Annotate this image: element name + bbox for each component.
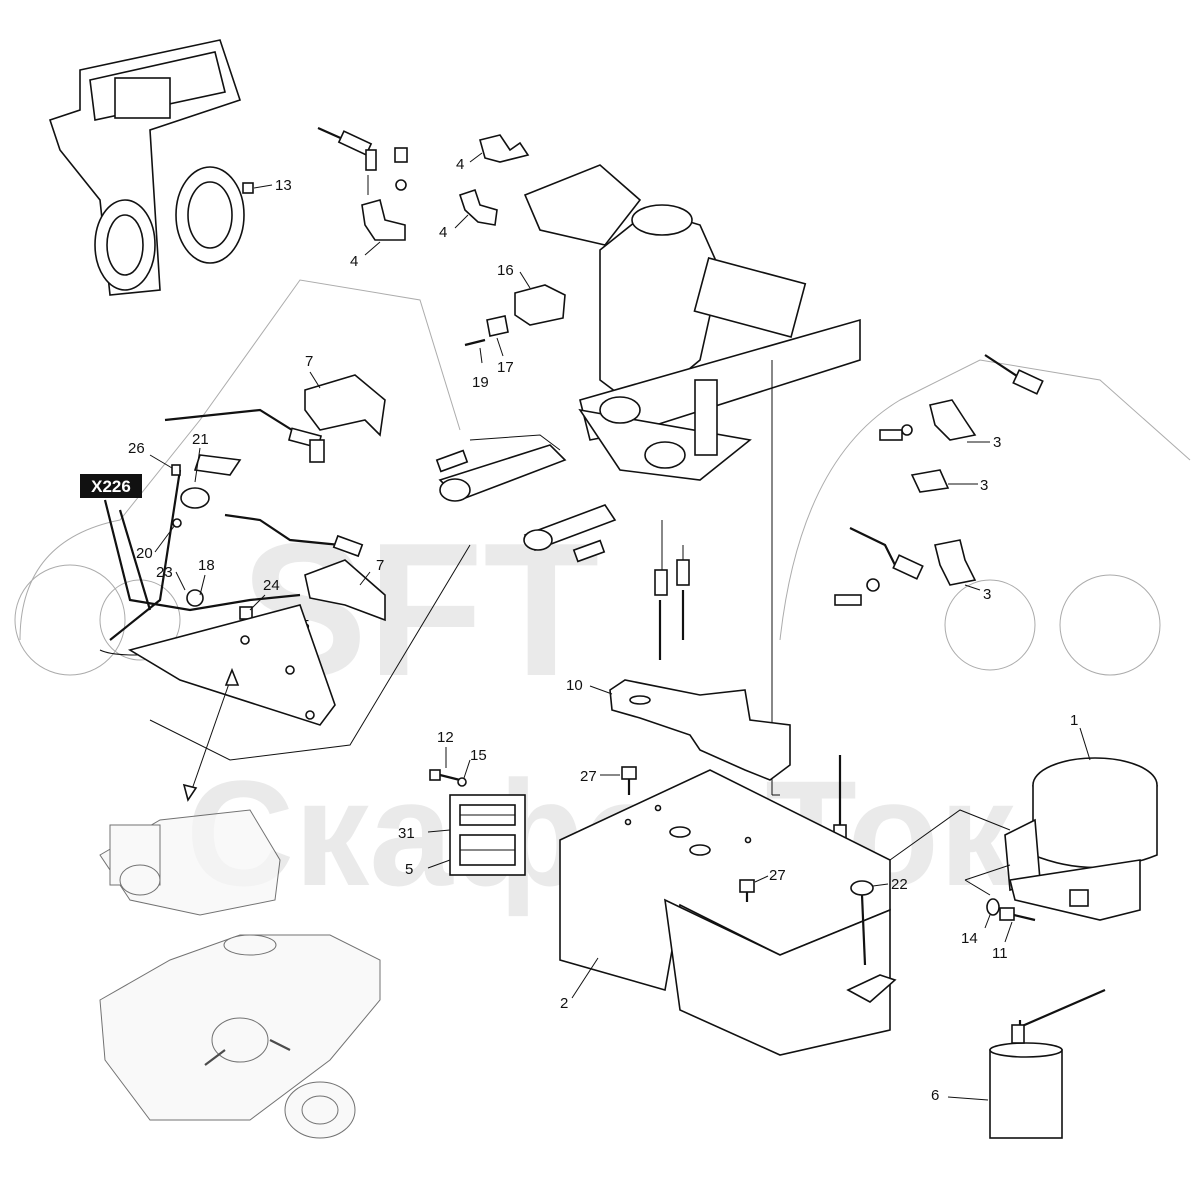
callout-14: 14 [961, 930, 978, 947]
grease-pump-1 [1004, 727, 1158, 921]
callout-4a: 4 [350, 253, 358, 270]
callout-11: 11 [992, 945, 1008, 962]
callout-12: 12 [437, 729, 454, 746]
protective-cover-2 [559, 769, 891, 1056]
callout-27a: 27 [580, 768, 597, 785]
sensor-cable-top [317, 126, 408, 195]
callout-3c: 3 [983, 586, 991, 603]
callout-3b: 3 [980, 477, 988, 494]
callout-21: 21 [192, 431, 209, 448]
callout-18: 18 [198, 557, 215, 574]
detail-arrow-head-bottom [182, 783, 198, 802]
lock-pin-22 [846, 880, 897, 1003]
mounting-bar-left [127, 604, 336, 726]
axle-overview-upper [99, 809, 281, 916]
callout-26: 26 [128, 440, 145, 457]
callout-17: 17 [497, 359, 514, 376]
bolt-11 [999, 907, 1036, 943]
callout-3a: 3 [993, 434, 1001, 451]
callout-22: 22 [891, 876, 908, 893]
callout-15: 15 [470, 747, 487, 764]
axle-overview-lower [99, 934, 381, 1139]
clamp-block-16 [514, 271, 566, 326]
bracket-4-c [454, 188, 498, 229]
detail-arrow-head-top [224, 667, 240, 686]
bracket-4-b [469, 134, 530, 163]
washer-14 [984, 898, 1000, 929]
axle-housing-assembly [48, 39, 273, 296]
callout-7b: 7 [376, 557, 384, 574]
connector-badge-x226: X226 [80, 474, 142, 498]
callout-20: 20 [136, 545, 153, 562]
screw-27-bottom [739, 875, 769, 902]
sensor-3-bottom [834, 527, 981, 606]
sensor-3-top [879, 354, 1044, 443]
watermark-tractor-right [779, 359, 1191, 676]
detail-arrow [189, 674, 233, 796]
pump-feed-line [889, 809, 1011, 861]
callout-10: 10 [566, 677, 583, 694]
callout-23: 23 [156, 564, 173, 581]
distributor-manifold [427, 794, 526, 876]
sensor-3-middle [910, 469, 978, 493]
gearbox-frame [523, 164, 861, 481]
callout-5: 5 [405, 861, 413, 878]
bracket-4-a [361, 199, 406, 256]
callout-4c: 4 [439, 224, 447, 241]
harness-route-outline [149, 544, 471, 761]
callout-7a: 7 [305, 353, 313, 370]
connector-badge-label: X226 [91, 477, 131, 496]
callout-6: 6 [931, 1087, 939, 1104]
callout-4b: 4 [456, 156, 464, 173]
bolt-12 [429, 747, 461, 782]
callout-2: 2 [560, 995, 568, 1012]
screw-19 [464, 338, 486, 364]
callout-13: 13 [275, 177, 292, 194]
callout-1: 1 [1070, 712, 1078, 729]
plate-17 [486, 315, 509, 357]
callout-31: 31 [398, 825, 415, 842]
vertical-cables [654, 360, 780, 796]
bracket-7-top [304, 371, 386, 437]
bracket-7-bottom [304, 559, 386, 622]
callout-27b: 27 [769, 867, 786, 884]
callout-16: 16 [497, 262, 514, 279]
callout-24: 24 [263, 577, 280, 594]
harness-left [99, 408, 364, 656]
callout-19: 19 [472, 374, 489, 391]
grease-can-6 [947, 988, 1106, 1139]
mounting-plate-10 [589, 679, 791, 781]
washer-15 [457, 759, 471, 787]
wiring-pipes-center [435, 434, 617, 563]
screw-27-top [600, 766, 637, 795]
pump-outline-leader [964, 864, 1011, 896]
